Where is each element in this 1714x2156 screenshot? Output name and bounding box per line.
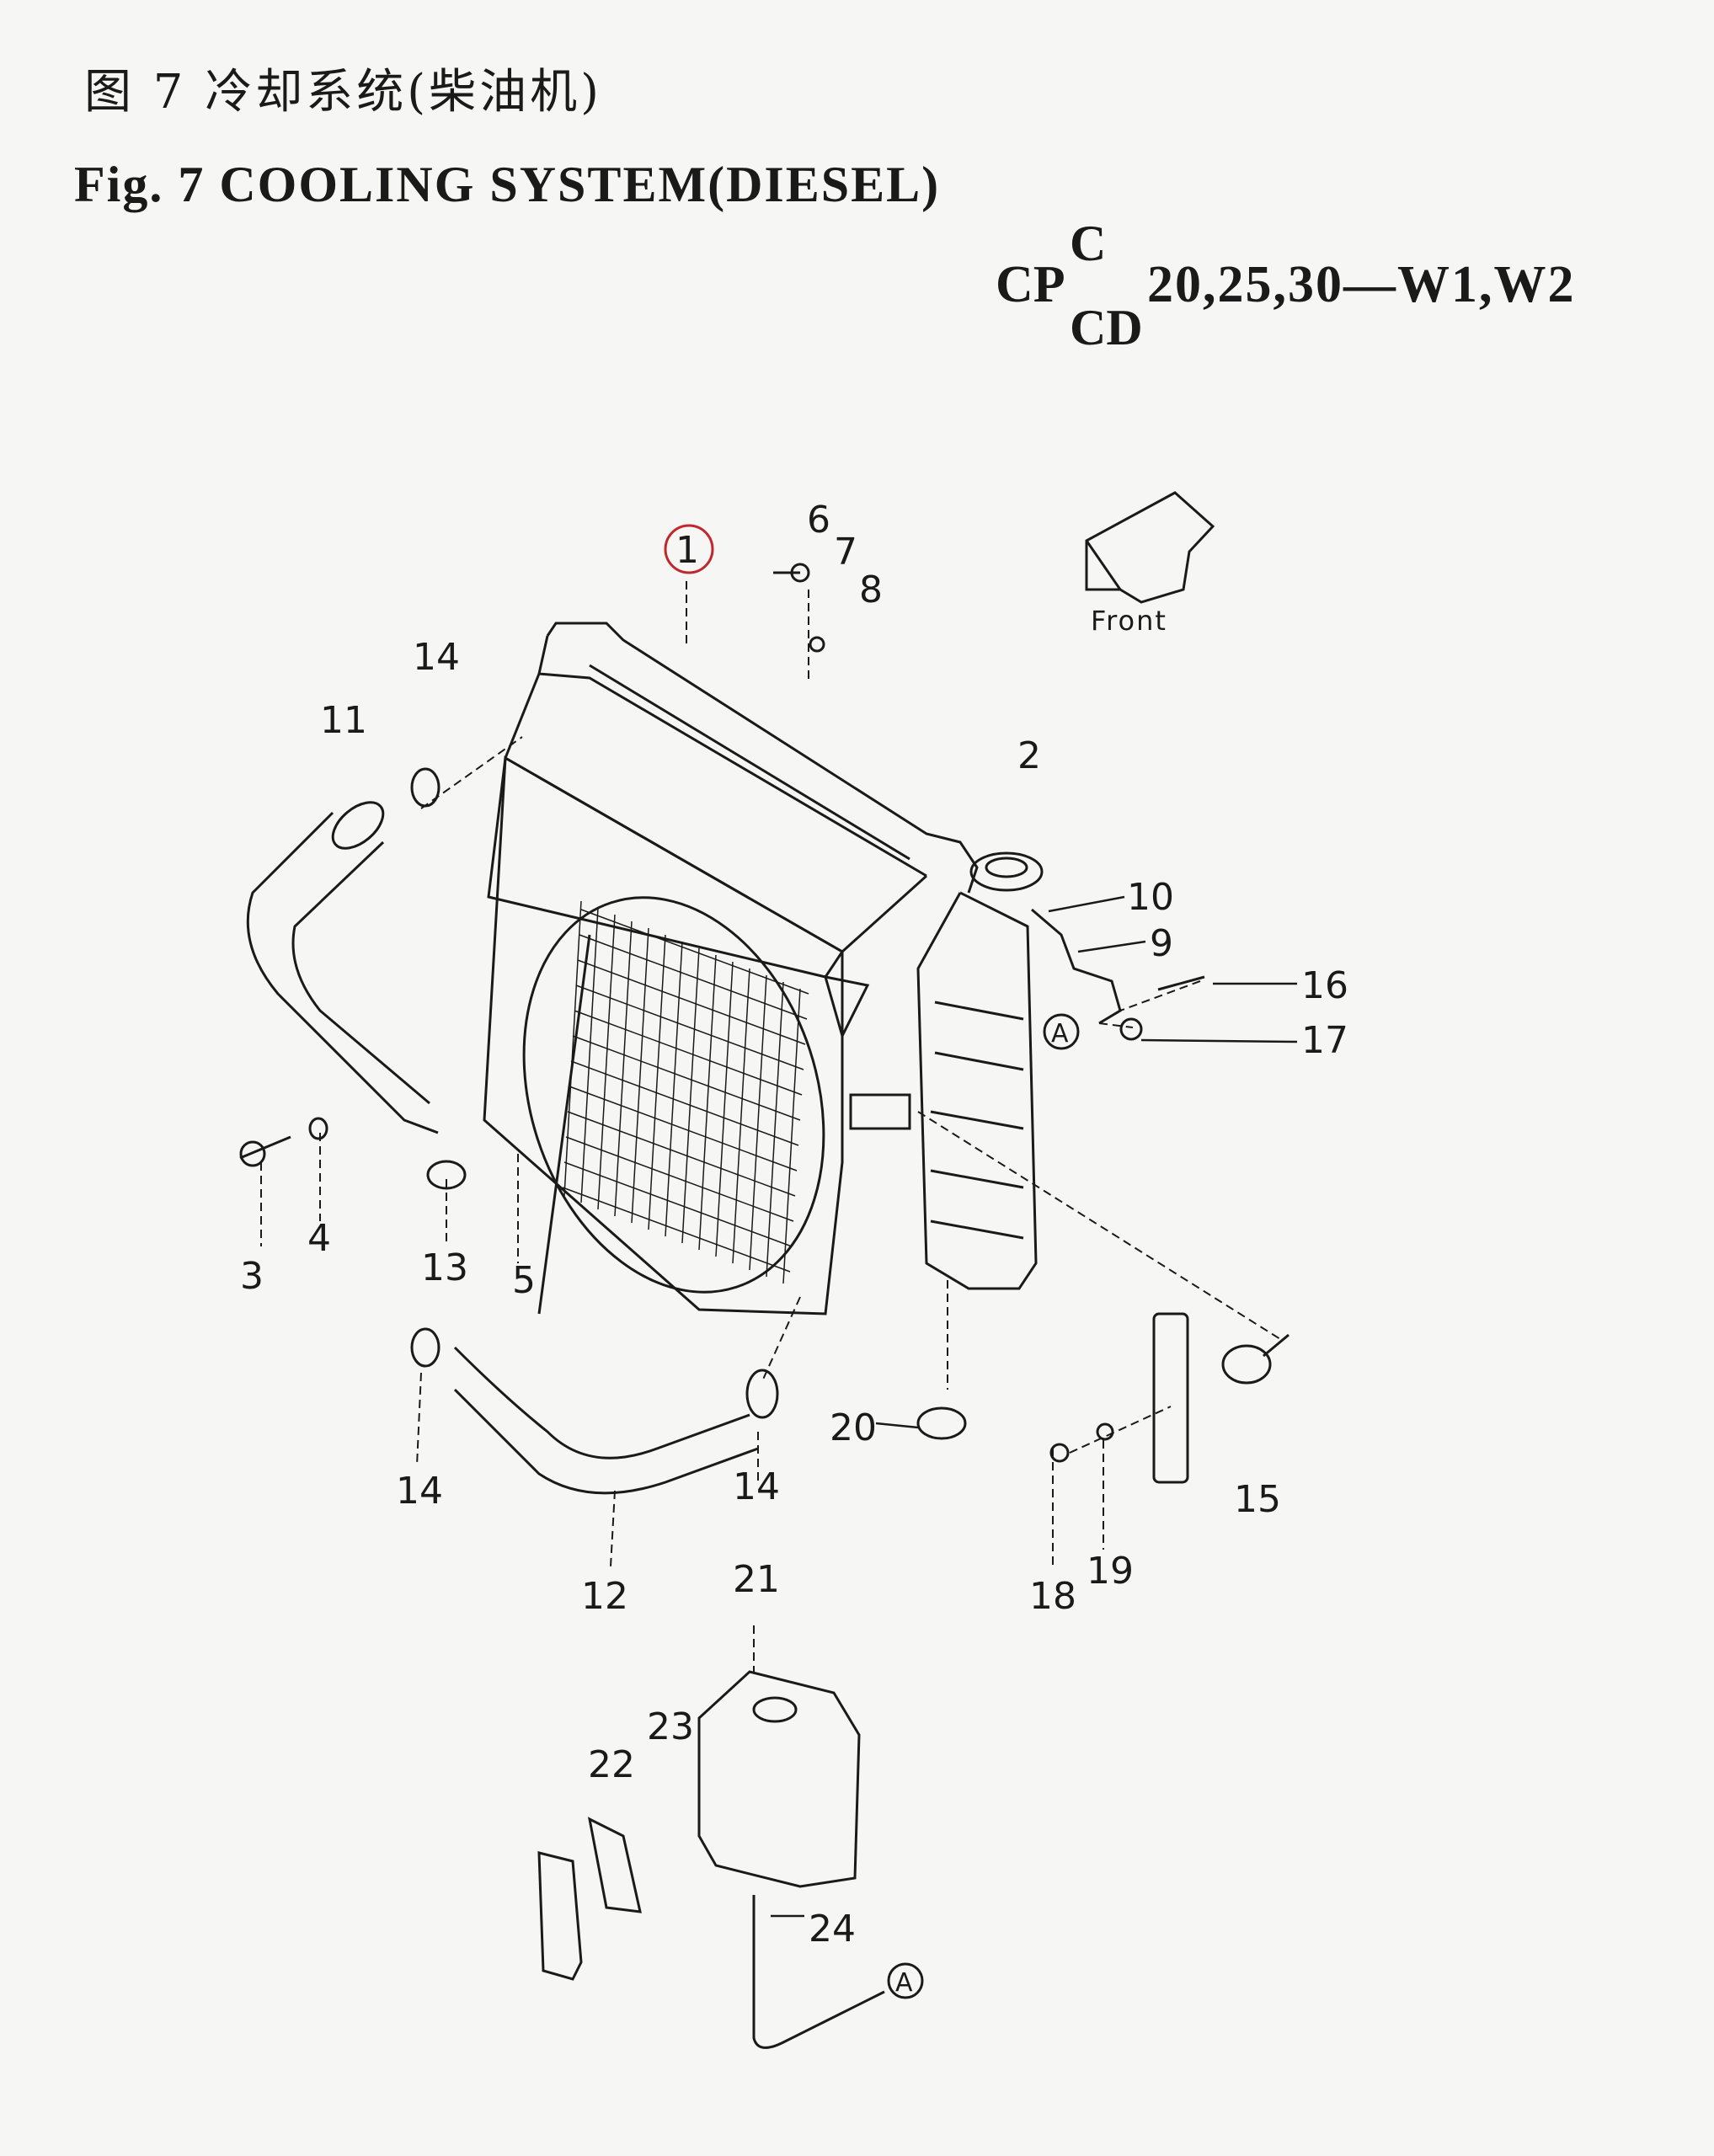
model-variant-bottom: CD bbox=[1070, 300, 1143, 355]
core-fin-line bbox=[782, 988, 801, 1284]
callout-14b: 14 bbox=[396, 1470, 443, 1513]
radiator-side-tank bbox=[849, 891, 1038, 1290]
core-tube-line bbox=[577, 959, 806, 1045]
core-tube-line bbox=[572, 1035, 801, 1121]
lower-hose bbox=[453, 1346, 779, 1495]
connector-a-marker-upper: A bbox=[1043, 1013, 1080, 1050]
callout-5: 5 bbox=[512, 1259, 536, 1302]
core-fin-line bbox=[749, 974, 767, 1271]
callout-21: 21 bbox=[733, 1558, 780, 1601]
connector-a-marker-lower: A bbox=[887, 1962, 924, 1999]
core-tube-line bbox=[574, 1010, 803, 1096]
callout-17: 17 bbox=[1301, 1019, 1348, 1062]
overflow-tube bbox=[1031, 908, 1122, 1025]
callout-7: 7 bbox=[834, 531, 857, 574]
figure-title-chinese: 图 7 冷却系统(柴油机) bbox=[84, 65, 602, 120]
callout-3: 3 bbox=[240, 1255, 264, 1298]
core-fin-line bbox=[631, 927, 649, 1224]
callout-leader-dashes bbox=[771, 895, 1298, 1918]
highlighted-part-circle bbox=[664, 524, 714, 574]
callout-4: 4 bbox=[307, 1217, 331, 1260]
core-fin-line bbox=[614, 921, 633, 1217]
svg-text:A: A bbox=[895, 1968, 913, 1998]
figure-title-english: Fig. 7 COOLING SYSTEM(DIESEL) bbox=[74, 157, 941, 212]
core-tube-line bbox=[563, 1161, 793, 1247]
callout-22: 22 bbox=[588, 1743, 635, 1786]
core-tube-line bbox=[569, 1086, 798, 1171]
callout-15: 15 bbox=[1234, 1478, 1281, 1521]
core-fin-line bbox=[563, 900, 582, 1197]
leader-lines bbox=[260, 581, 1281, 1672]
callout-9: 9 bbox=[1150, 922, 1173, 965]
callout-19: 19 bbox=[1087, 1550, 1134, 1593]
core-fin-line bbox=[681, 947, 700, 1244]
core-tube-line bbox=[580, 909, 809, 995]
callout-14a: 14 bbox=[413, 636, 460, 679]
callout-16: 16 bbox=[1301, 964, 1348, 1007]
callout-13: 13 bbox=[421, 1246, 468, 1289]
core-fin-line bbox=[732, 968, 750, 1264]
core-fin-line bbox=[580, 907, 599, 1203]
core-tube-line bbox=[562, 1187, 791, 1273]
front-label: Front bbox=[1091, 605, 1167, 637]
model-range: 20,25,30—W1,W2 bbox=[1147, 256, 1576, 313]
core-tube-line bbox=[565, 1136, 794, 1222]
callout-10: 10 bbox=[1127, 876, 1174, 919]
radiator-core-grid bbox=[562, 900, 809, 1284]
callout-11: 11 bbox=[320, 699, 367, 742]
core-tube-line bbox=[570, 1060, 799, 1146]
core-tube-line bbox=[579, 934, 808, 1020]
core-fin-line bbox=[698, 954, 717, 1251]
core-fin-line bbox=[715, 961, 734, 1257]
callout-18: 18 bbox=[1029, 1575, 1076, 1618]
callout-2: 2 bbox=[1017, 734, 1041, 777]
core-tube-line bbox=[567, 1111, 796, 1197]
callout-24: 24 bbox=[809, 1908, 856, 1951]
front-direction-arrow bbox=[1085, 491, 1215, 604]
callout-6: 6 bbox=[807, 499, 830, 542]
core-fin-line bbox=[665, 941, 683, 1237]
core-fin-line bbox=[766, 981, 784, 1278]
callout-12: 12 bbox=[581, 1575, 628, 1618]
upper-hose bbox=[246, 801, 439, 1134]
callout-14c: 14 bbox=[733, 1465, 780, 1508]
part-callouts: 1 2 3 4 5 6 7 8 9 10 11 12 13 14 14 14 1… bbox=[240, 499, 1348, 1951]
model-prefix: CP bbox=[996, 256, 1065, 313]
radiator-body bbox=[483, 622, 979, 1315]
callout-23: 23 bbox=[647, 1705, 694, 1748]
model-variant-top: C bbox=[1070, 216, 1107, 271]
callout-8: 8 bbox=[859, 568, 883, 611]
reservoir-tank bbox=[537, 1670, 885, 2049]
core-tube-line bbox=[575, 985, 804, 1070]
svg-text:A: A bbox=[1051, 1019, 1069, 1049]
radiator-cap bbox=[969, 851, 1044, 892]
core-fin-line bbox=[648, 934, 666, 1230]
core-fin-line bbox=[597, 914, 616, 1210]
small-hardware bbox=[239, 563, 1290, 1484]
callout-1: 1 bbox=[675, 529, 699, 572]
callout-20: 20 bbox=[830, 1406, 877, 1449]
